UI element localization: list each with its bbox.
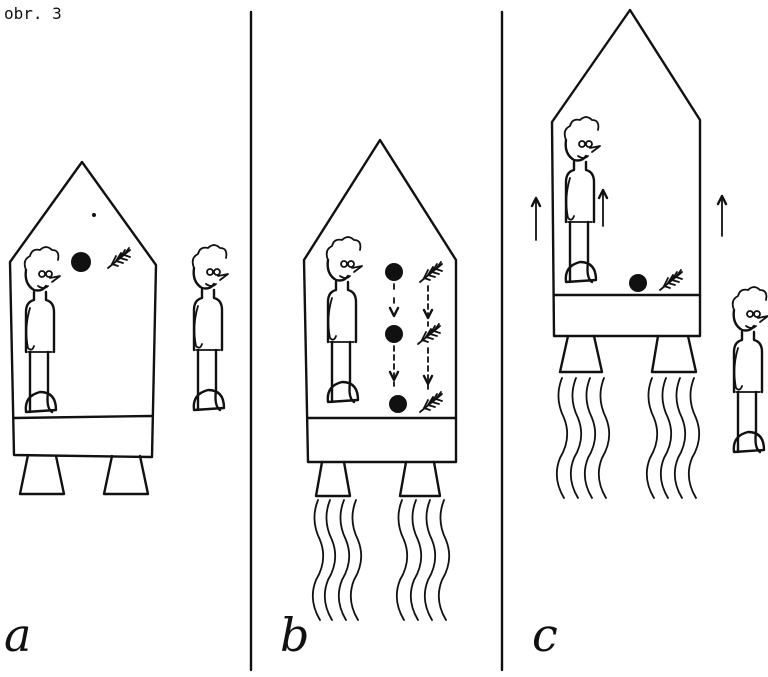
feather-b-1	[419, 261, 443, 283]
rocket-body-a	[8, 160, 158, 459]
feather-c	[659, 269, 683, 291]
figure-label: obr. 3	[4, 4, 62, 23]
panel-a	[8, 160, 230, 496]
person-outside-c	[731, 285, 768, 454]
nozzle-right-c	[650, 334, 698, 374]
panel-b	[302, 138, 458, 621]
nozzle-left-b	[314, 460, 352, 498]
nozzle-left-a	[18, 453, 66, 496]
ball-b-3	[389, 395, 407, 413]
up-arrow-icon	[597, 188, 609, 227]
panel-label-a: a	[4, 608, 32, 662]
person-inside-a	[23, 245, 62, 414]
rocket-body-c	[550, 8, 702, 338]
up-arrow-icon	[716, 194, 728, 237]
feather-a	[107, 247, 131, 269]
up-arrow-icon	[530, 196, 542, 241]
panel-c	[530, 8, 768, 499]
ball-c	[629, 274, 647, 292]
person-outside-a	[191, 243, 230, 412]
person-inside-c	[563, 115, 602, 284]
rocket-body-b	[302, 138, 458, 464]
ball-b-2	[385, 325, 403, 343]
person-inside-b	[325, 235, 364, 404]
panel-label-b: b	[280, 608, 310, 662]
nozzle-right-b	[398, 460, 442, 498]
feather-b-2	[417, 323, 441, 345]
nozzle-left-c	[558, 334, 604, 374]
feather-b-3	[419, 391, 443, 413]
panel-label-c: c	[532, 608, 558, 662]
nozzle-right-a	[102, 454, 150, 496]
ball-a	[71, 252, 91, 272]
ball-b-1	[385, 263, 403, 281]
